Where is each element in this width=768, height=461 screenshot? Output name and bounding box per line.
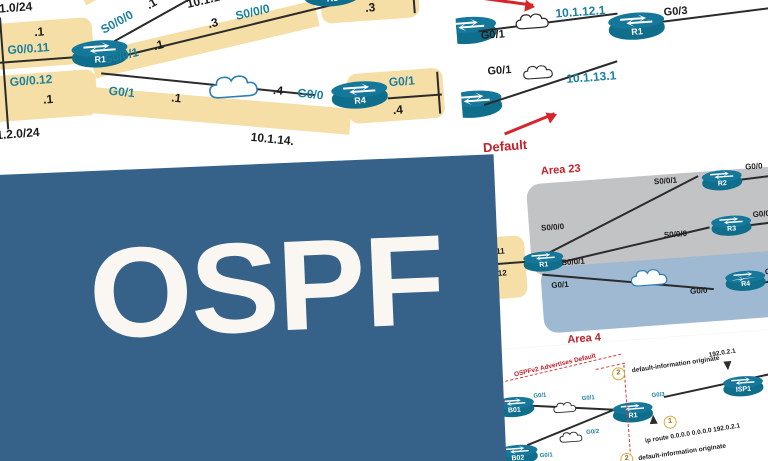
label-isp-ip: 192.0.2.1 xyxy=(708,347,737,359)
label-c-r4-g01: G0/1 xyxy=(764,266,768,277)
label-b-if-left-top: G0/1 xyxy=(480,28,506,43)
label-net-bottom-left: 10.1.2.0/24 xyxy=(0,125,41,144)
label-b-net-right: 192 xyxy=(760,0,768,1)
label-c-r3-g00: G0/0 xyxy=(752,208,768,220)
label-r4-g00: G0/0 xyxy=(296,85,325,103)
label-c-r2-g00: G0/0 xyxy=(744,161,763,172)
label-step2-bottom: default-information originate xyxy=(637,442,727,461)
router-b-left-top xyxy=(452,14,498,49)
label-c-r1-g01: G0/1 xyxy=(550,279,569,291)
label-ip-10-1-12-1: 10.1.12.1 xyxy=(554,2,606,21)
router-c-r2: R2 xyxy=(701,168,743,194)
label-c-r1-s000: S0/0/0 xyxy=(540,221,565,233)
cloud-b-bottom xyxy=(521,63,557,90)
label-d-b01-g01: G0/1 xyxy=(533,392,547,400)
router-b-r1: R1 xyxy=(607,10,666,45)
router-r4: R4 xyxy=(330,79,389,113)
ospf-title-card: OSPF xyxy=(0,154,507,461)
label-c-r3-s000: S0/0/0 xyxy=(663,228,688,240)
page-title: OSPF xyxy=(86,208,446,367)
label-oct-1c: .1 xyxy=(143,0,160,13)
label-ip-10-1-13-1: 10.1.13.1 xyxy=(565,68,617,86)
label-default-bottom-left: Default xyxy=(482,136,528,156)
router-r1: R1 xyxy=(71,38,129,72)
label-d-r1-g03: G0/3 xyxy=(651,392,665,399)
diagram-enterprise-topology: R1 R3 R4 10.1.1.0/24 10.1.2.0/24 10.1.13… xyxy=(0,0,502,203)
router-label-c-r3: R3 xyxy=(726,225,737,234)
router-d-r1: R1 xyxy=(612,400,654,426)
badge-step-2-bottom: 2 xyxy=(619,452,634,461)
label-b-if-g03: G0/3 xyxy=(663,4,688,19)
label-r1-g01: G0/1 xyxy=(108,83,136,101)
label-b-if-left-bottom: G0/1 xyxy=(487,63,512,78)
diagram-default-route: R1 Default Default Default 10.1.12.1 10.… xyxy=(452,0,768,170)
badge-step-2-top: 2 xyxy=(611,366,626,381)
cloud-b-top xyxy=(513,11,553,41)
router-b-left-bottom xyxy=(452,88,503,123)
label-d-r1-g01: G0/1 xyxy=(581,395,595,403)
label-step2-top: default-information originate xyxy=(631,354,721,375)
step1-arrow-up xyxy=(649,414,658,425)
label-c-r1-s001: S0/0/1 xyxy=(561,256,586,268)
router-isp1: ISP1 xyxy=(722,374,765,400)
label-area-23: Area 23 xyxy=(540,162,582,178)
label-oct-1b: .1 xyxy=(42,91,54,107)
cloud-d-top xyxy=(552,400,579,422)
label-oct-1a: .1 xyxy=(33,24,45,40)
label-net-r4: 10.1.14. xyxy=(250,129,295,149)
router-b02: B02 xyxy=(496,443,539,461)
cloud-c xyxy=(628,266,672,298)
label-oct-4a: .4 xyxy=(272,82,284,98)
label-r4-g01: G0/1 xyxy=(388,73,416,90)
router-c-r3: R3 xyxy=(710,214,753,239)
label-ospfv2-callout: OSPFv2 Advertises Default xyxy=(513,352,597,379)
label-oct-4b: .4 xyxy=(392,102,404,118)
label-oct-3b: .3 xyxy=(364,0,376,15)
cloud-d-bottom xyxy=(558,430,585,452)
label-oct-1e: .1 xyxy=(170,90,183,106)
arrow-default-bottom-left xyxy=(504,112,556,136)
arrow-default-top-left xyxy=(477,0,534,7)
router-c-r4: R4 xyxy=(724,269,767,294)
router-b01: B01 xyxy=(493,395,535,421)
label-oct-3a: .3 xyxy=(206,15,220,31)
label-step1-command: ip route 0.0.0.0 0.0.0.0 192.0.2.1 xyxy=(644,422,741,445)
router-c-r1: R1 xyxy=(522,250,565,275)
wan-cloud xyxy=(206,73,264,112)
label-d-r1-g02: G0/2 xyxy=(586,428,600,436)
label-d-b02-g01: G0/1 xyxy=(539,452,554,460)
isp-ip-arrow-down xyxy=(723,361,733,371)
diagram-default-information-originate: B01 B02 R1 ISP1 Inte xyxy=(472,327,768,461)
diagram-ospf-areas: Area 23 Area 4 0 Default R1 R2 R3 R4 xyxy=(452,135,768,352)
label-c-r2-s001: S0/0/1 xyxy=(653,175,678,187)
label-c-r4-g00: G0/0 xyxy=(689,285,708,296)
badge-step-1: 1 xyxy=(663,415,678,430)
label-net-top-left: 10.1.1.0/24 xyxy=(0,0,33,18)
